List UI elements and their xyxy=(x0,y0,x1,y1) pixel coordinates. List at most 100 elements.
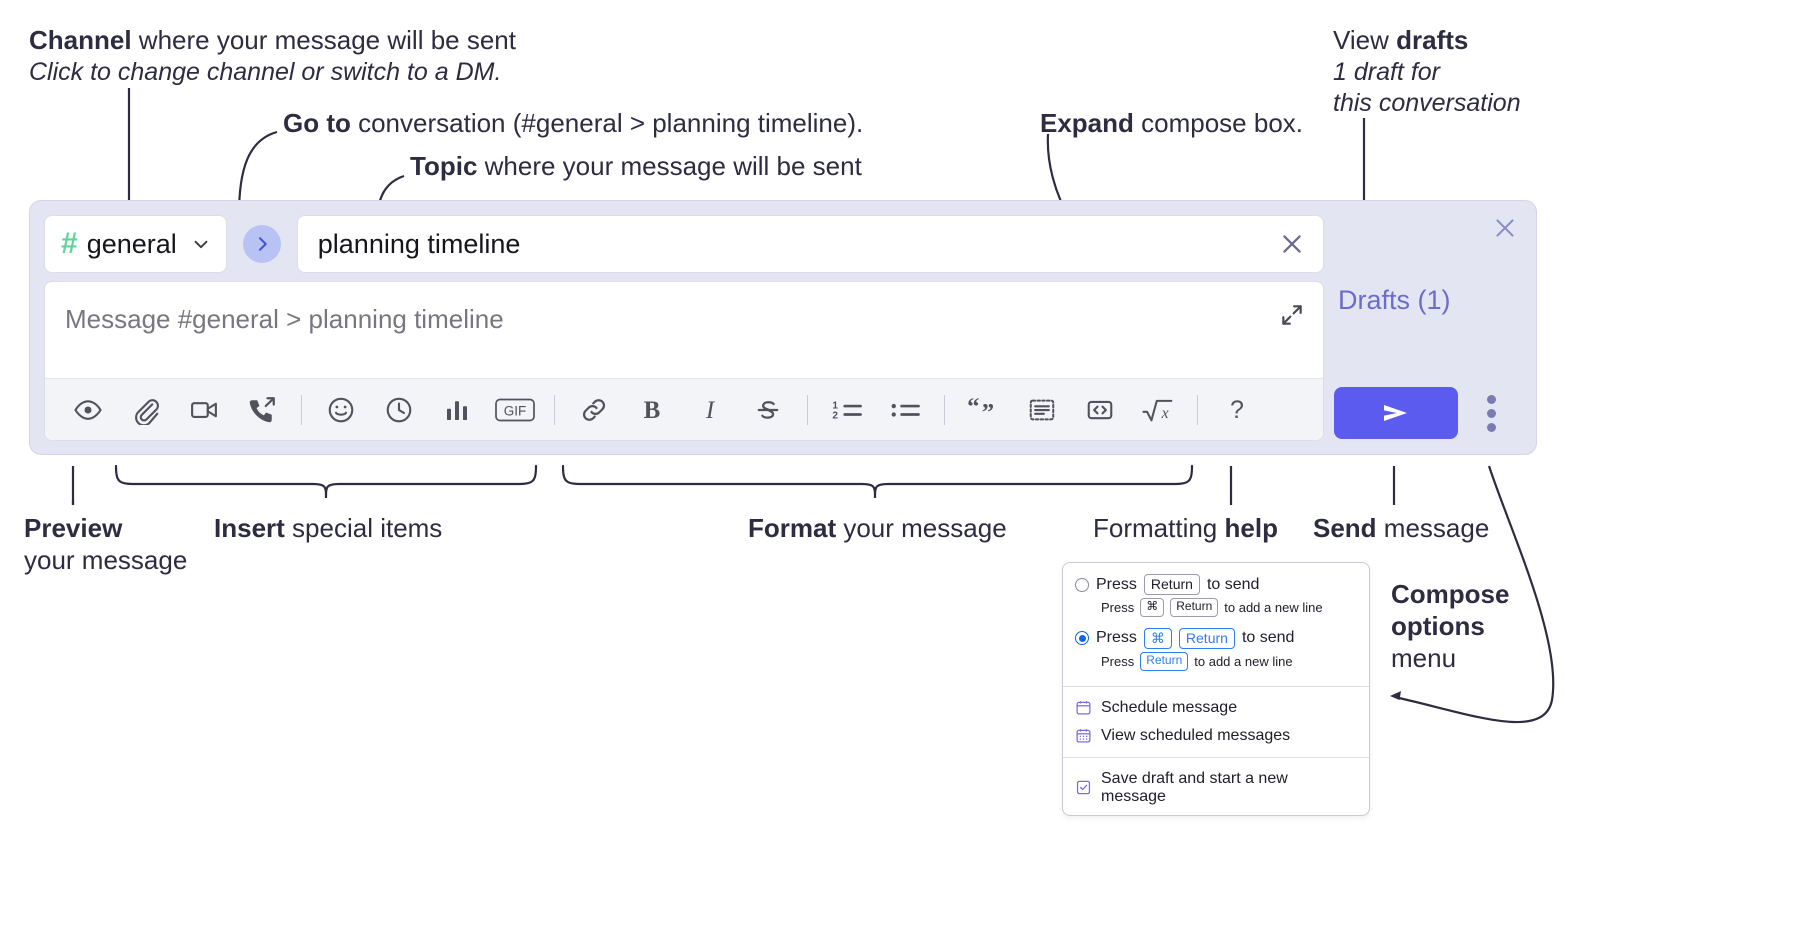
key-command: ⌘ xyxy=(1143,627,1172,649)
annotation-format-bold: Format xyxy=(748,513,837,543)
annotation-goto-bold: Go to xyxy=(283,108,351,138)
menu-item-label: Schedule message xyxy=(1101,698,1238,716)
annotation-channel-rest: where your message will be sent xyxy=(131,25,516,55)
italic-icon[interactable]: I xyxy=(681,387,739,433)
channel-name: general xyxy=(86,228,177,259)
opt1-sub-post: to add a new line xyxy=(1224,599,1323,615)
svg-text:GIF: GIF xyxy=(504,403,527,418)
compose-options-icon[interactable] xyxy=(1478,391,1504,435)
toolbar-separator xyxy=(554,394,555,425)
opt1-post: to send xyxy=(1206,575,1260,593)
annotation-preview-bold: Preview xyxy=(24,513,123,543)
save-draft-icon xyxy=(1075,779,1092,796)
send-button[interactable] xyxy=(1334,387,1458,439)
audio-call-icon[interactable] xyxy=(233,387,291,433)
annotation-channel-sub: Click to change channel or switch to a D… xyxy=(29,56,501,88)
annotation-drafts-sub1-text: 1 draft for xyxy=(1333,58,1440,86)
close-icon[interactable] xyxy=(1490,213,1520,243)
svg-text:”: ” xyxy=(982,399,994,425)
radio-return[interactable] xyxy=(1075,577,1089,592)
topic-value: planning timeline xyxy=(317,228,521,259)
preview-icon[interactable] xyxy=(59,387,117,433)
code-block-icon[interactable] xyxy=(1013,387,1071,433)
annotation-drafts-sub2-text: this conversation xyxy=(1333,89,1521,117)
svg-text:“: “ xyxy=(967,395,979,421)
annotation-preview-line2-text: your message xyxy=(24,545,188,575)
annotation-send-rest: message xyxy=(1376,513,1490,543)
emoji-icon[interactable] xyxy=(312,387,370,433)
ordered-list-icon[interactable]: 1 2 xyxy=(818,387,876,433)
bold-icon[interactable]: B xyxy=(623,387,681,433)
opt2-pre: Press xyxy=(1096,629,1137,647)
key-return: Return xyxy=(1178,627,1235,649)
math-icon[interactable]: x xyxy=(1129,387,1187,433)
compose-inner: # general planning timeline xyxy=(44,215,1324,443)
annotation-compose-options-3: menu xyxy=(1391,642,1456,675)
annotation-expand-bold: Expand xyxy=(1040,108,1134,138)
send-option-command-return-sub: Press Return to add a new line xyxy=(1101,651,1357,671)
annotation-drafts-bold: drafts xyxy=(1396,25,1469,55)
menu-item-view-scheduled-messages[interactable]: View scheduled messages xyxy=(1063,722,1369,750)
opt1-pre: Press xyxy=(1096,575,1137,593)
annotation-topic-bold: Topic xyxy=(410,151,478,181)
drafts-link[interactable]: Drafts (1) xyxy=(1338,285,1451,315)
channel-selector[interactable]: # general xyxy=(44,215,227,273)
menu-divider xyxy=(1063,756,1369,758)
annotation-channel: Channel where your message will be sent xyxy=(29,24,516,57)
attachment-icon[interactable] xyxy=(117,387,175,433)
key-return: Return xyxy=(1140,651,1189,671)
annotation-topic: Topic where your message will be sent xyxy=(410,150,862,183)
svg-text:B: B xyxy=(644,397,661,424)
opt1-sub-pre: Press xyxy=(1101,599,1135,615)
blockquote-icon[interactable]: “ ” xyxy=(955,387,1013,433)
annotation-channel-sub-text: Click to change channel or switch to a D… xyxy=(29,58,502,86)
annotation-insert-rest: special items xyxy=(284,513,443,543)
calendar-icon xyxy=(1075,699,1092,716)
svg-text:1: 1 xyxy=(832,400,838,411)
gif-icon[interactable]: GIF xyxy=(486,387,544,433)
topic-field[interactable]: planning timeline xyxy=(296,215,1324,273)
menu-item-schedule-message[interactable]: Schedule message xyxy=(1063,694,1369,722)
chevron-down-icon xyxy=(190,233,212,255)
kebab-dot xyxy=(1486,408,1496,418)
expand-icon[interactable] xyxy=(1275,298,1309,332)
send-option-command-return-main: Press ⌘ Return to send xyxy=(1075,627,1357,649)
menu-item-save-draft[interactable]: Save draft and start a new message xyxy=(1063,765,1369,811)
poll-icon[interactable] xyxy=(428,387,486,433)
inline-code-icon[interactable] xyxy=(1071,387,1129,433)
compose-panel: # general planning timeline xyxy=(29,200,1537,455)
annotation-help: Formatting help xyxy=(1093,512,1278,545)
radio-command-return[interactable] xyxy=(1075,631,1089,646)
annotation-expand-rest: compose box. xyxy=(1133,108,1304,138)
send-option-command-return[interactable]: Press ⌘ Return to send Press Return to a… xyxy=(1063,625,1369,679)
annotation-goto: Go to conversation (#general > planning … xyxy=(283,107,863,140)
video-icon[interactable] xyxy=(175,387,233,433)
message-box: Message #general > planning timeline xyxy=(44,281,1324,441)
annotation-preview: Preview xyxy=(24,512,122,545)
send-option-return[interactable]: Press Return to send Press ⌘ Return to a… xyxy=(1063,571,1369,625)
annotation-channel-bold: Channel xyxy=(29,25,132,55)
bulleted-list-icon[interactable] xyxy=(876,387,934,433)
key-return: Return xyxy=(1170,598,1219,617)
message-input[interactable]: Message #general > planning timeline xyxy=(45,282,1323,378)
strikethrough-icon[interactable] xyxy=(739,387,797,433)
annotation-compose-options-1: Compose xyxy=(1391,578,1509,611)
clock-icon[interactable] xyxy=(370,387,428,433)
annotation-insert: Insert special items xyxy=(214,512,442,545)
annotation-insert-bold: Insert xyxy=(214,513,285,543)
annotation-compose-options-bold2: options xyxy=(1391,611,1485,641)
compose-options-menu: Press Return to send Press ⌘ Return to a… xyxy=(1062,562,1370,816)
annotation-drafts-pre: View xyxy=(1333,25,1397,55)
key-return: Return xyxy=(1143,574,1200,596)
compose-header-row: # general planning timeline xyxy=(44,215,1324,273)
svg-text:x: x xyxy=(1161,404,1169,421)
goto-conversation-button[interactable] xyxy=(242,225,281,263)
annotation-format-rest: your message xyxy=(836,513,1007,543)
link-icon[interactable] xyxy=(565,387,623,433)
clear-topic-icon[interactable] xyxy=(1271,223,1313,265)
toolbar-separator xyxy=(807,394,808,425)
opt2-sub-post: to add a new line xyxy=(1194,653,1293,669)
help-icon[interactable]: ? xyxy=(1208,387,1266,433)
